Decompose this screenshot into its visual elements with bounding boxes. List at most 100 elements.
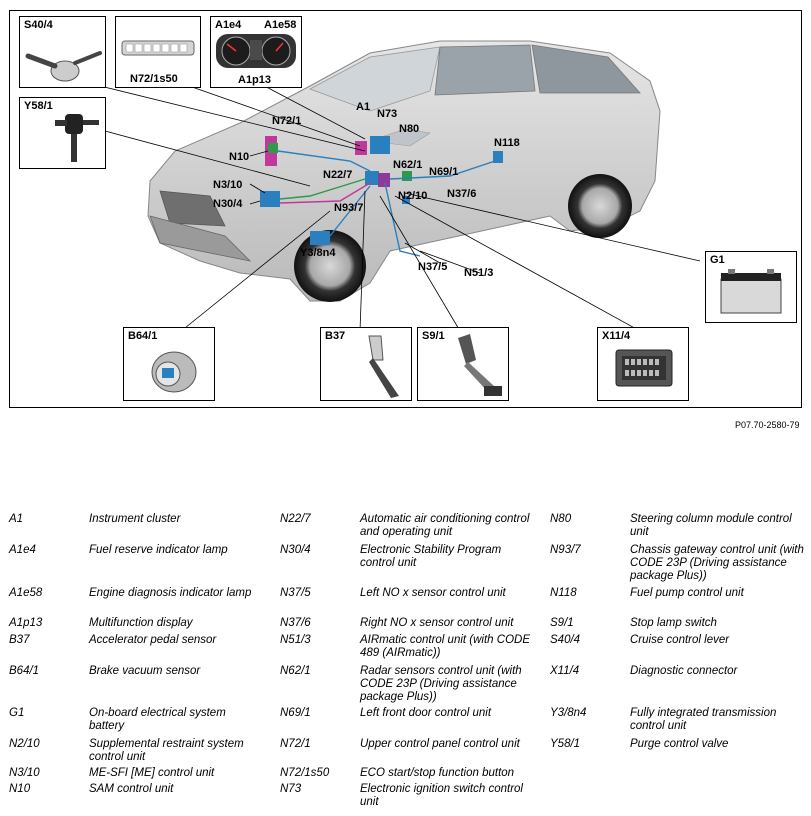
- legend-code: N30/4: [280, 544, 311, 556]
- inset-label-A1e4: A1e4: [215, 19, 242, 31]
- brake-pedal-image: [458, 334, 502, 396]
- legend-description: Left NO x sensor control unit: [360, 587, 506, 599]
- legend-code: Y58/1: [550, 738, 581, 750]
- legend-code: N10: [9, 783, 31, 795]
- legend-code: N62/1: [280, 665, 311, 677]
- inset-label-G1: G1: [710, 254, 725, 266]
- leader-lines: [79, 80, 701, 337]
- legend-description: Stop lamp switch: [630, 617, 717, 629]
- legend-description: Supplemental restraint system control un…: [89, 738, 244, 763]
- label-N10: N10: [229, 151, 249, 163]
- legend-code: N2/10: [9, 738, 40, 750]
- inset-accelerator-pedal: B37: [320, 327, 412, 401]
- suv-illustration: [147, 40, 661, 302]
- diagram-frame: A1 N72/1 N73 N80 N10 N118 N62/1 N69/1 N2…: [9, 10, 802, 408]
- legend-description: Accelerator pedal sensor: [89, 634, 217, 646]
- legend-code: S9/1: [550, 617, 574, 629]
- legend-description: Instrument cluster: [89, 513, 181, 525]
- label-N37-6: N37/6: [447, 188, 476, 200]
- legend-description: Left front door control unit: [360, 707, 492, 719]
- legend-description: Electronic ignition switch control unit: [360, 783, 523, 808]
- legend-code: N73: [280, 783, 302, 795]
- label-N51-3: N51/3: [464, 267, 493, 279]
- legend-code: G1: [9, 707, 25, 719]
- legend-code: N51/3: [280, 634, 311, 646]
- legend-description: ME-SFI [ME] control unit: [89, 767, 215, 779]
- legend-description: Multifunction display: [89, 617, 193, 629]
- label-N118: N118: [494, 137, 520, 149]
- legend-description: On-board electrical system battery: [89, 707, 226, 732]
- inset-label-S40-4: S40/4: [24, 19, 53, 31]
- legend-code: N80: [550, 513, 572, 525]
- label-N93-7: N93/7: [334, 202, 363, 214]
- label-A1: A1: [356, 101, 370, 113]
- legend-description: SAM control unit: [89, 783, 174, 795]
- inset-battery: G1: [705, 251, 797, 323]
- legend-description: Electronic Stability Program control uni…: [360, 544, 502, 569]
- inset-instrument-cluster: A1e4 A1e58 A1p13: [210, 16, 302, 88]
- legend-code: A1: [9, 513, 24, 525]
- legend-code: N69/1: [280, 707, 311, 719]
- legend-code: N72/1: [280, 738, 311, 750]
- legend-description: Brake vacuum sensor: [89, 665, 201, 677]
- label-Y3-8n4: Y3/8n4: [300, 247, 336, 259]
- accelerator-pedal-image: [368, 335, 399, 398]
- inset-eco-button: N72/1s50: [115, 16, 201, 88]
- legend-code: N118: [550, 587, 577, 599]
- legend-code: N93/7: [550, 544, 581, 556]
- brake-booster-image: [151, 351, 197, 393]
- legend-description: Steering column module control unit: [630, 513, 792, 538]
- legend-description: Diagnostic connector: [630, 665, 738, 677]
- inset-label-A1p13: A1p13: [238, 74, 272, 86]
- label-N69-1: N69/1: [429, 166, 458, 178]
- label-N73: N73: [377, 108, 397, 120]
- legend-code: A1e4: [9, 544, 36, 556]
- legend-code: B37: [9, 634, 30, 646]
- legend-description: Right NO x sensor control unit: [360, 617, 514, 629]
- inset-label-A1e58: A1e58: [264, 19, 297, 31]
- legend-description: AIRmatic control unit (with CODE 489 (AI…: [360, 634, 530, 659]
- inset-brake-vacuum-sensor: B64/1: [123, 327, 215, 401]
- legend-description: Chassis gateway control unit (with CODE …: [630, 544, 804, 582]
- legend-description: Automatic air conditioning control and o…: [360, 513, 530, 538]
- legend-code: N3/10: [9, 767, 40, 779]
- label-N2-10: N2/10: [398, 190, 427, 202]
- legend-code: B64/1: [9, 665, 40, 677]
- label-N37-5: N37/5: [418, 261, 447, 273]
- label-N80: N80: [399, 123, 419, 135]
- inset-label-B37: B37: [325, 330, 346, 342]
- instrument-cluster-image: [216, 34, 296, 68]
- legend-code: N37/5: [280, 587, 311, 599]
- inset-label-X11-4: X11/4: [602, 330, 631, 342]
- cruise-lever-image: [25, 51, 102, 82]
- inset-cruise-control-lever: S40/4: [19, 16, 106, 88]
- legend-code: Y3/8n4: [550, 707, 587, 719]
- inset-diagnostic-connector: X11/4: [597, 327, 689, 401]
- eco-button-panel-image: [121, 40, 195, 56]
- legend-code: N37/6: [280, 617, 311, 629]
- label-N22-7: N22/7: [323, 169, 352, 181]
- legend-description: Upper control panel control unit: [360, 738, 520, 750]
- battery-image: [720, 269, 782, 314]
- legend-description: ECO start/stop function button: [360, 767, 515, 779]
- inset-stop-lamp-switch: S9/1: [417, 327, 509, 401]
- legend-description: Fully integrated transmission control un…: [630, 707, 777, 732]
- inset-label-B64-1: B64/1: [128, 330, 158, 342]
- label-N62-1: N62/1: [393, 159, 422, 171]
- vehicle-diagram: A1 N72/1 N73 N80 N10 N118 N62/1 N69/1 N2…: [79, 40, 701, 337]
- inset-label-Y58-1: Y58/1: [24, 100, 53, 112]
- legend-description: Fuel reserve indicator lamp: [89, 544, 228, 556]
- purge-valve-image: [55, 114, 99, 162]
- legend-code: A1e58: [9, 587, 43, 599]
- diagnostic-connector-image: [615, 349, 673, 387]
- legend-description: Engine diagnosis indicator lamp: [89, 587, 252, 599]
- label-N30-4: N30/4: [213, 198, 243, 210]
- label-N3-10: N3/10: [213, 179, 242, 191]
- legend-code: N22/7: [280, 513, 311, 525]
- legend-description: Cruise control lever: [630, 634, 730, 646]
- inset-purge-valve: Y58/1: [19, 97, 106, 169]
- legend-description: Radar sensors control unit (with CODE 23…: [360, 665, 522, 703]
- legend-code: X11/4: [550, 665, 580, 677]
- legend-code: N72/1s50: [280, 767, 330, 779]
- inset-label-N72-1s50: N72/1s50: [130, 73, 178, 85]
